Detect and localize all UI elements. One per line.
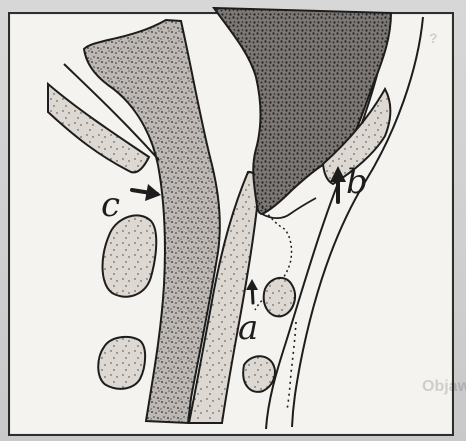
label-c: c bbox=[101, 185, 120, 225]
right-lower-round-structure bbox=[243, 356, 275, 392]
left-lower-square-structure bbox=[98, 337, 145, 389]
label-a: a bbox=[238, 308, 258, 348]
arrow-c-head bbox=[145, 184, 161, 201]
background-page-text-bottom: Objawy o bbox=[422, 378, 466, 395]
arrow-a-head bbox=[246, 279, 258, 290]
label-b: b bbox=[346, 162, 368, 202]
left-upper-oval-structure bbox=[103, 215, 157, 296]
right-upper-round-structure bbox=[264, 278, 295, 317]
background-page-text-top: ? bbox=[429, 30, 438, 46]
